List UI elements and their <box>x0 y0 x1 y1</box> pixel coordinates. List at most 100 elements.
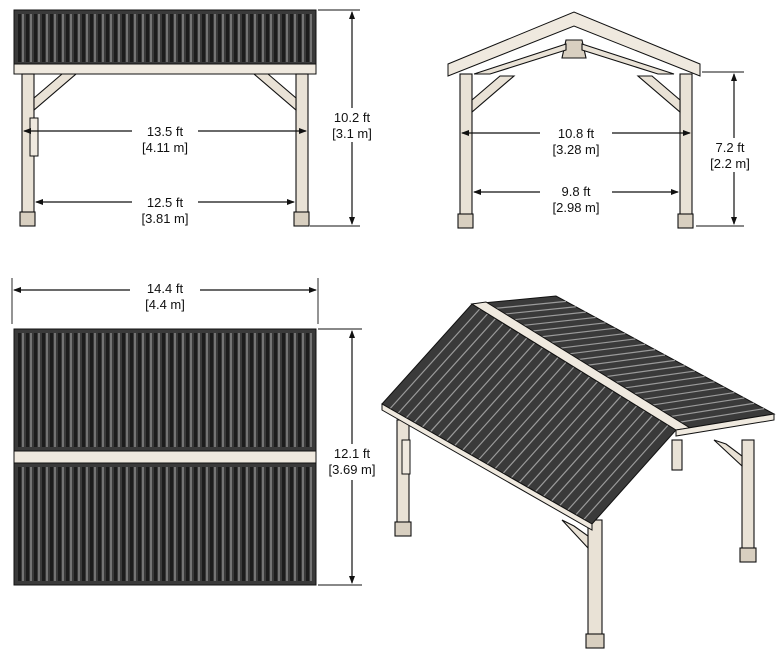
roof-slat <box>290 14 293 62</box>
roof-slat <box>82 333 85 447</box>
iso-roof-rib <box>543 400 630 497</box>
front-roof-fascia <box>13 63 317 75</box>
front-post-bracket <box>29 117 39 157</box>
roof-slat <box>162 333 165 447</box>
iso-roof-rib <box>502 376 591 474</box>
roof-slat <box>290 333 293 447</box>
roof-slat <box>282 467 285 581</box>
roof-slat <box>26 333 29 447</box>
roof-slat <box>106 14 109 62</box>
iso-roof-rib <box>446 342 536 442</box>
iso-roof-rib <box>559 410 646 506</box>
iso-roof-rib <box>666 408 765 425</box>
isometric-view <box>381 295 776 649</box>
side-view: 10.8 ft [3.28 m] 9.8 ft [2.98 m] 7.2 ft … <box>447 11 758 229</box>
roof-slat <box>226 333 229 447</box>
iso-roof-rib <box>573 354 666 368</box>
top-roof-upper-panel <box>13 328 317 452</box>
front-height-metric: [3.1 m] <box>332 126 372 141</box>
iso-roof-rib <box>551 405 638 502</box>
roof-slat <box>202 14 205 62</box>
roof-slat <box>90 333 93 447</box>
roof-slat <box>226 467 229 581</box>
iso-front-left-post-base <box>394 521 412 537</box>
iso-roof-rib <box>638 391 735 408</box>
side-ridge-bracket <box>561 39 587 59</box>
roof-slat <box>154 333 157 447</box>
side-outer-width-metric: [3.28 m] <box>553 142 600 157</box>
iso-roof-rib <box>389 308 481 410</box>
top-width-metric: [4.4 m] <box>145 297 185 312</box>
front-inner-width-imperial: 12.5 ft <box>147 195 184 210</box>
roof-slat <box>178 14 181 62</box>
roof-slat <box>306 467 309 581</box>
iso-roof-rib <box>478 361 567 460</box>
side-inner-width-imperial: 9.8 ft <box>562 184 591 199</box>
roof-slat <box>50 14 53 62</box>
roof-slat <box>146 333 149 447</box>
roof-slat <box>234 467 237 581</box>
roof-slat <box>298 467 301 581</box>
roof-slat <box>274 467 277 581</box>
iso-roof-rib <box>397 313 489 414</box>
roof-slat <box>210 467 213 581</box>
roof-slat <box>154 14 157 62</box>
iso-front-brace <box>561 519 589 550</box>
roof-slat <box>306 14 309 62</box>
iso-roof-rib <box>438 337 528 437</box>
roof-slat <box>178 333 181 447</box>
iso-roof-rib <box>592 365 685 380</box>
roof-slat <box>170 14 173 62</box>
roof-slat <box>18 467 21 581</box>
roof-slat <box>210 333 213 447</box>
roof-slat <box>178 467 181 581</box>
roof-slat <box>42 467 45 581</box>
side-left-post <box>459 73 473 217</box>
iso-roof-rib <box>535 395 622 493</box>
iso-roof-rib <box>494 371 583 470</box>
top-roof-ridge <box>13 450 317 464</box>
roof-slat <box>50 333 53 447</box>
iso-roof-rib <box>575 419 661 516</box>
iso-back-brace <box>713 439 743 468</box>
roof-slat <box>66 467 69 581</box>
roof-slat <box>234 333 237 447</box>
roof-slat <box>210 14 213 62</box>
roof-slat <box>162 467 165 581</box>
roof-slat <box>138 14 141 62</box>
roof-slat <box>98 467 101 581</box>
iso-roof-rib <box>611 375 705 391</box>
side-roof-gable <box>447 11 701 77</box>
side-outer-width-imperial: 10.8 ft <box>558 126 595 141</box>
iso-roof-rib <box>510 381 598 479</box>
side-left-truss-arm <box>473 43 567 75</box>
roof-slat <box>90 14 93 62</box>
iso-roof-rib <box>470 356 559 456</box>
roof-slat <box>138 467 141 581</box>
roof-slat <box>50 467 53 581</box>
roof-slat <box>146 467 149 581</box>
roof-slat <box>202 333 205 447</box>
side-clearance-metric: [2.2 m] <box>710 156 750 171</box>
side-right-post-base <box>677 213 694 229</box>
roof-slat <box>98 14 101 62</box>
roof-slat <box>258 333 261 447</box>
roof-slat <box>194 14 197 62</box>
roof-slat <box>82 14 85 62</box>
roof-slat <box>242 333 245 447</box>
top-depth-metric: [3.69 m] <box>329 462 376 477</box>
roof-slat <box>218 467 221 581</box>
roof-slat <box>26 467 29 581</box>
roof-slat <box>42 14 45 62</box>
roof-slat <box>306 333 309 447</box>
roof-slat <box>218 14 221 62</box>
roof-slat <box>58 467 61 581</box>
roof-slat <box>186 14 189 62</box>
iso-front-right-post-base <box>585 633 605 649</box>
roof-slat <box>82 467 85 581</box>
roof-slat <box>18 14 21 62</box>
roof-slat <box>122 333 125 447</box>
front-right-post <box>295 73 309 215</box>
iso-roof-rib <box>486 366 575 465</box>
